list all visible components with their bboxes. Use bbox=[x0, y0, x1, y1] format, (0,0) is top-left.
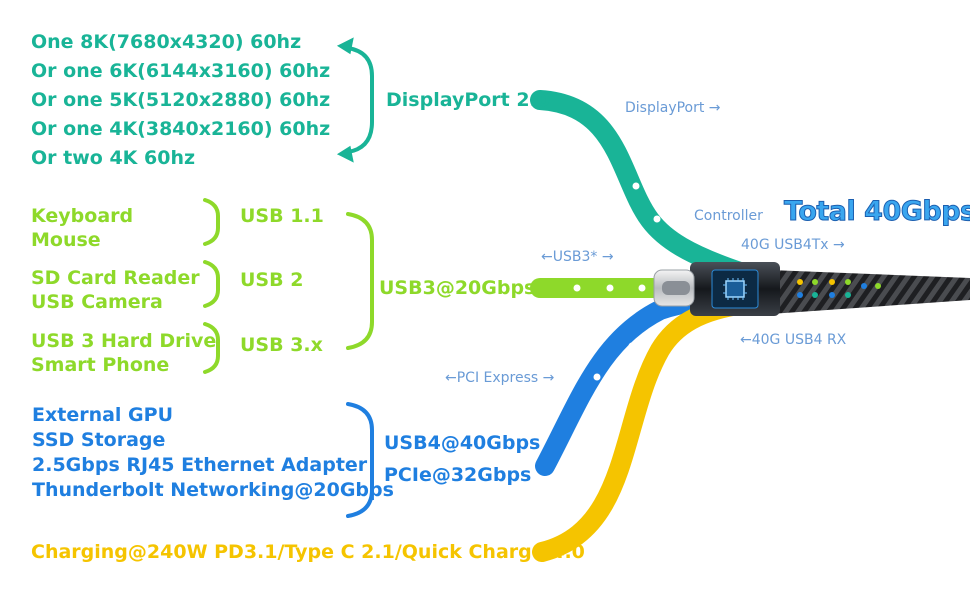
usb-version-label: USB 1.1 bbox=[240, 205, 324, 227]
usb3x-brace bbox=[203, 322, 220, 374]
total-bandwidth-label: Total 40Gbps bbox=[784, 196, 970, 228]
braided-cable bbox=[770, 270, 970, 314]
usb4-rx-label: ←40G USB4 RX bbox=[740, 332, 847, 348]
usb4-label: USB4@40Gbps bbox=[384, 432, 541, 454]
displayport-mode: Or two 4K 60hz bbox=[31, 147, 196, 169]
pcie-device: 2.5Gbps RJ45 Ethernet Adapter bbox=[32, 454, 368, 476]
displayport-cable-label: DisplayPort → bbox=[625, 100, 721, 116]
usb-device: Smart Phone bbox=[31, 354, 170, 376]
usb3-label: USB3@20Gbps bbox=[379, 277, 536, 299]
displayport-mode: Or one 4K(3840x2160) 60hz bbox=[31, 118, 331, 140]
usb-version-label: USB 3.x bbox=[240, 334, 323, 356]
usb3-brace bbox=[346, 212, 374, 350]
charging-label: Charging@240W PD3.1/Type C 2.1/Quick Cha… bbox=[31, 541, 585, 563]
pcie-device: SSD Storage bbox=[32, 429, 166, 451]
displayport-brace bbox=[336, 37, 374, 163]
usb2-brace bbox=[203, 260, 220, 308]
cable-leds bbox=[797, 279, 881, 298]
displayport-mode: Or one 6K(6144x3160) 60hz bbox=[31, 60, 331, 82]
usb-device: USB 3 Hard Drive bbox=[31, 330, 217, 352]
pcie-brace bbox=[346, 402, 374, 518]
displayport-mode: One 8K(7680x4320) 60hz bbox=[31, 31, 302, 53]
usb-device: Mouse bbox=[31, 229, 101, 251]
usb-device: SD Card Reader bbox=[31, 267, 200, 289]
usb-device: Keyboard bbox=[31, 205, 134, 227]
pcie-device: Thunderbolt Networking@20Gbps bbox=[32, 479, 394, 501]
pcie-device: External GPU bbox=[32, 404, 173, 426]
displayport-mode: Or one 5K(5120x2880) 60hz bbox=[31, 89, 331, 111]
usb11-brace bbox=[203, 198, 220, 246]
pcie-label: PCIe@32Gbps bbox=[384, 464, 532, 486]
displayport-strand bbox=[530, 90, 750, 282]
usb4-tx-label: 40G USB4Tx → bbox=[741, 237, 845, 253]
displayport-label: DisplayPort 2.0 bbox=[386, 89, 551, 111]
pci-express-cable-label: ←PCI Express → bbox=[445, 370, 555, 386]
controller-chip-icon bbox=[711, 269, 759, 309]
usb-device: USB Camera bbox=[31, 291, 163, 313]
usb3-cable-label: ←USB3* → bbox=[541, 249, 614, 265]
usb-version-label: USB 2 bbox=[240, 269, 304, 291]
strand-leds bbox=[573, 182, 661, 381]
controller-label: Controller bbox=[694, 208, 763, 224]
